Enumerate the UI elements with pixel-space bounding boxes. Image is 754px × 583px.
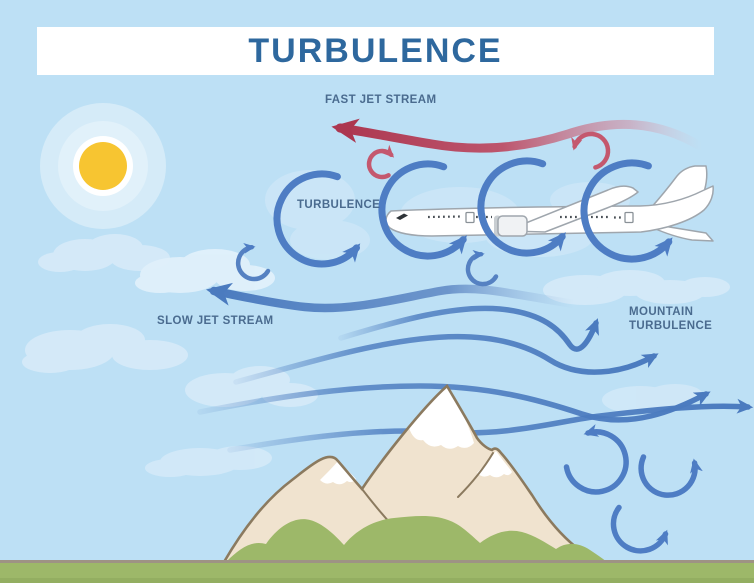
- page-title: TURBULENCE: [248, 31, 503, 70]
- plane-door: [624, 211, 634, 224]
- mountain-turbulence-line2: TURBULENCE: [629, 320, 713, 332]
- plane-wing: [505, 185, 639, 233]
- plane-windows: [427, 215, 622, 219]
- slow-jet-stream-label: SLOW JET STREAM: [157, 315, 274, 327]
- snow-cap-left: [320, 461, 356, 485]
- eddy-circle-1: [273, 170, 361, 268]
- swirl-arrow-icon: [563, 424, 703, 554]
- swirl-arrow-1: [563, 424, 629, 495]
- airplane-icon: [385, 165, 714, 242]
- flow-arrow-up: [338, 305, 599, 352]
- plane-cockpit-window: [396, 213, 408, 220]
- flow-arrow-ne: [233, 333, 659, 385]
- circular-arrow-icon: [273, 157, 673, 268]
- red-curl-arrows: [366, 131, 611, 180]
- title-banner: TURBULENCE: [37, 27, 714, 75]
- flow-arrow-right-edge: [227, 398, 754, 453]
- ground-line: [0, 560, 754, 563]
- fast-jet-stream-label: FAST JET STREAM: [325, 94, 437, 106]
- wavy-flow-arrow-icon: [197, 305, 754, 453]
- eddy-circle-4: [580, 159, 673, 263]
- swirl-arrow-2: [638, 454, 703, 498]
- eddy-circle-2: [378, 160, 467, 260]
- mountain-outline: [222, 383, 608, 564]
- slow-jet-stream-arrow: [205, 282, 579, 313]
- snow-cap-right: [477, 451, 512, 478]
- swirl-arrow-3: [610, 504, 669, 554]
- plane-fuselage: [385, 185, 714, 237]
- curl-arrow-icon: [235, 243, 499, 287]
- mountain-icon: [222, 383, 608, 564]
- plane-engine: [497, 215, 528, 237]
- mountain-turbulence-line1: MOUNTAIN: [629, 306, 694, 318]
- turbulence-label: TURBULENCE: [297, 199, 381, 211]
- mountain-body: [224, 386, 606, 562]
- small-curl-left: [235, 243, 271, 282]
- mountain-turbulence-label: MOUNTAIN TURBULENCE: [629, 305, 712, 333]
- red-curl-arrow-right: [571, 131, 611, 170]
- flow-arrow-east: [197, 383, 711, 423]
- mountain-vegetation: [226, 516, 607, 562]
- red-curl-arrow-left: [366, 144, 395, 180]
- fast-jet-stream-arrow: [331, 118, 705, 153]
- eddy-circle-3: [477, 157, 566, 257]
- mountain-ridge-line: [457, 452, 494, 498]
- small-curl-right: [465, 249, 499, 287]
- ground-shadow: [0, 578, 754, 583]
- sun-icon: [40, 103, 166, 229]
- snow-cap-main: [409, 386, 474, 449]
- plane-door: [465, 211, 475, 224]
- ground: [0, 560, 754, 583]
